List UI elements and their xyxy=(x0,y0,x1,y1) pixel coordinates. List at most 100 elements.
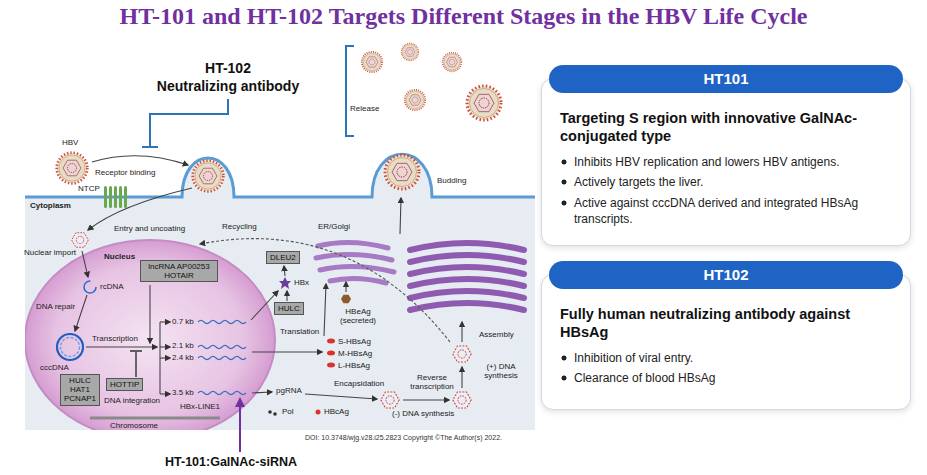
receptor-helix xyxy=(104,186,107,208)
diagram-label: rcDNA xyxy=(100,282,124,291)
ntcp-receptor xyxy=(104,186,127,208)
diagram-label: Recycling xyxy=(222,222,257,231)
diagram-label: Transcription xyxy=(92,334,138,343)
diagram-label: Budding xyxy=(437,176,466,185)
nucleus xyxy=(25,240,275,430)
process-arrow xyxy=(75,295,87,331)
diagram-label: HBcAg xyxy=(324,407,349,416)
receptor-helix xyxy=(114,186,117,208)
golgi-cisterna xyxy=(410,291,524,298)
inhibition-bar xyxy=(130,351,142,377)
bullet-text: Clearance of blood HBsAg xyxy=(560,370,892,386)
box-label: HULC xyxy=(278,304,300,313)
diagram-label: Entry and uncoating xyxy=(114,224,185,233)
hbv-particle xyxy=(405,90,425,110)
box-label: DLEU2 xyxy=(270,253,296,262)
panel-header-pill: HT101 xyxy=(549,65,903,93)
bullet-text: Inhibits HBV replication and lowers HBV … xyxy=(560,154,892,170)
hbv-particle xyxy=(57,153,88,184)
cell-membrane xyxy=(25,154,535,197)
process-arrow xyxy=(400,198,401,234)
process-arrow xyxy=(92,156,188,165)
transcript-wave xyxy=(198,392,246,395)
golgi-cisterna xyxy=(410,243,524,250)
transcript-wave xyxy=(198,357,246,360)
diagram-label: HBx xyxy=(294,278,309,287)
panel-heading: Fully human neutralizing antibody agains… xyxy=(560,305,892,341)
hbeag-symbol xyxy=(341,295,351,304)
process-arrow xyxy=(461,367,462,388)
diagram-label: Nucleus xyxy=(104,252,135,261)
diagram-label: 2.1 kb xyxy=(172,341,194,350)
diagram-label: ER/Golgi xyxy=(318,222,350,231)
recycling-arrow xyxy=(200,239,450,342)
endoplasmic-reticulum xyxy=(316,242,394,283)
process-arrow xyxy=(286,291,287,301)
er-tube xyxy=(320,266,394,272)
er-tube xyxy=(316,254,392,260)
hbx-protein xyxy=(279,277,291,289)
diagram-label: HT-101:GalNAc-siRNA xyxy=(165,455,297,469)
process-arrow xyxy=(324,284,326,336)
golgi xyxy=(410,243,524,310)
diagram-label: Nuclear import xyxy=(24,248,76,257)
capsid xyxy=(453,346,471,362)
diagram-label: 2.4 kb xyxy=(172,353,194,362)
transcription-branch xyxy=(159,322,160,394)
process-arrow xyxy=(284,266,285,276)
hbv-particle xyxy=(402,44,419,61)
diagram-label: Cytoplasm xyxy=(30,201,71,210)
info-panel: Fully human neutralizing antibody agains… xyxy=(541,274,911,410)
diagram-label: pgRNA xyxy=(276,386,302,395)
panel-header-pill: HT102 xyxy=(549,261,903,289)
diagram-label: M-HBsAg xyxy=(338,349,372,358)
process-arrow xyxy=(160,346,170,347)
hbv-particle xyxy=(362,52,382,72)
hbv-particle xyxy=(443,53,462,72)
cccdna-symbol xyxy=(57,334,83,360)
rcdna-symbol xyxy=(84,281,96,293)
diagram-label: HBx-LINE1 xyxy=(180,402,220,411)
diagram-label: DNA repair xyxy=(36,302,75,311)
process-arrow xyxy=(82,251,88,277)
panel-heading: Targeting S region with innovative GalNA… xyxy=(560,109,892,145)
process-arrow xyxy=(88,188,192,230)
diagram-label: L-HBsAg xyxy=(338,361,370,370)
panel-title: HT101 xyxy=(549,65,903,93)
bullet-text: Inhibition of viral entry. xyxy=(560,350,892,366)
process-arrow xyxy=(403,399,449,400)
diagram-label: 3.5 kb xyxy=(172,388,194,397)
diagram-label: DOI: 10.3748/wjg.v28.i25.2823 Copyright … xyxy=(305,434,502,442)
hbv-particle xyxy=(385,155,419,189)
lncrna-box: HULC xyxy=(274,302,304,315)
lncrna-box: DLEU2 xyxy=(266,251,300,264)
diagram-label: Reverse transcription xyxy=(404,373,460,391)
diagram-label: Assembly xyxy=(479,330,514,339)
capsid xyxy=(453,392,471,408)
process-arrow xyxy=(149,285,150,343)
diagram-label: Encapsidation xyxy=(334,379,384,388)
diagram-label: Chromosome xyxy=(110,421,158,430)
diagram-label: Translation xyxy=(280,327,319,336)
diagram-label: Pol xyxy=(282,407,294,416)
diagram-label: S-HBsAg xyxy=(338,337,371,346)
diagram-label: Release xyxy=(350,104,379,113)
info-panel: Targeting S region with innovative GalNA… xyxy=(541,78,911,246)
receptor-helix xyxy=(109,186,112,208)
capsid xyxy=(381,392,399,408)
process-arrow xyxy=(160,321,170,322)
antibody-block-line xyxy=(142,99,228,147)
lncrna-box: HULC HAT1 PCNAP1 xyxy=(60,374,100,406)
pol-symbol xyxy=(268,410,272,414)
process-arrow xyxy=(345,282,346,292)
hbsag-symbol xyxy=(327,351,335,356)
diagram-label: (-) DNA synthesis xyxy=(392,409,454,418)
diagram-label: cccDNA xyxy=(40,363,69,372)
process-arrow xyxy=(305,394,377,399)
diagram-label: 0.7 kb xyxy=(172,317,194,326)
uncoated-capsid xyxy=(72,233,89,247)
box-label: HULC HAT1 PCNAP1 xyxy=(64,376,96,404)
hbv-particle xyxy=(193,161,224,192)
diagram-label: NTCP xyxy=(78,184,100,193)
process-arrow xyxy=(160,393,170,394)
